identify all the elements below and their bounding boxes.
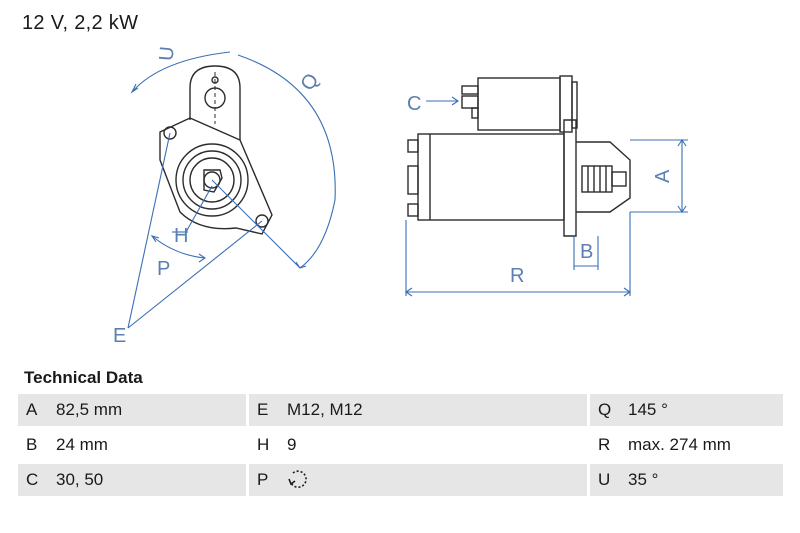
front-view xyxy=(159,65,273,235)
label-E: E xyxy=(113,325,126,347)
label-P: P xyxy=(157,258,170,280)
spec-key: U xyxy=(590,461,628,496)
technical-data-table: A 82,5 mm E M12, M12 Q 145 ° B 24 mm H 9… xyxy=(18,394,783,496)
spec-value: 145 ° xyxy=(628,394,783,428)
label-B: B xyxy=(580,241,593,263)
label-U: U xyxy=(156,46,179,62)
spec-key: E xyxy=(249,394,287,428)
side-view-dimensions xyxy=(405,96,688,297)
spec-key: B xyxy=(18,426,56,463)
label-H: H xyxy=(174,225,188,247)
spec-value: max. 274 mm xyxy=(628,426,783,463)
spec-key: P xyxy=(249,461,287,496)
spec-value: 30, 50 xyxy=(56,461,246,496)
label-A: A xyxy=(652,169,674,183)
front-view-dimensions xyxy=(127,51,336,329)
table-row: A 82,5 mm E M12, M12 Q 145 ° xyxy=(18,394,783,428)
spec-value: M12, M12 xyxy=(287,394,587,428)
side-view xyxy=(407,75,631,237)
spec-key: H xyxy=(249,426,287,463)
spec-key: C xyxy=(18,461,56,496)
spec-key: A xyxy=(18,394,56,428)
label-C: C xyxy=(407,93,421,115)
spec-value: 9 xyxy=(287,426,587,463)
table-row: B 24 mm H 9 R max. 274 mm xyxy=(18,426,783,463)
label-Q: Q xyxy=(296,69,323,94)
spec-value: 35 ° xyxy=(628,461,783,496)
technical-data-heading: Technical Data xyxy=(24,368,143,387)
spec-key: Q xyxy=(590,394,628,428)
rotation-direction-icon xyxy=(288,470,307,488)
spec-value xyxy=(287,461,587,496)
label-R: R xyxy=(510,265,524,287)
technical-drawing: U Q H P E xyxy=(113,46,688,347)
spec-value: 24 mm xyxy=(56,426,246,463)
spec-key: R xyxy=(590,426,628,463)
table-row: C 30, 50 P U 35 ° xyxy=(18,461,783,496)
spec-value: 82,5 mm xyxy=(56,394,246,428)
product-title: 12 V, 2,2 kW xyxy=(22,12,139,34)
